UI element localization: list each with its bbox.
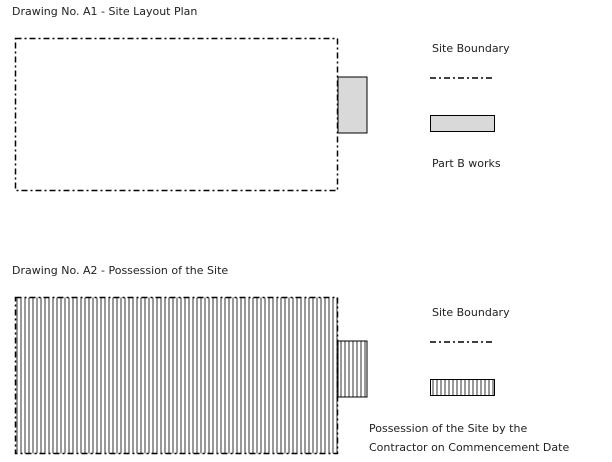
a2-legend-possession-line2: Contractor on Commencement Date	[369, 441, 570, 454]
drawing-a2-title: Drawing No. A2 - Possession of the Site	[12, 264, 229, 277]
a2-legend-site-boundary-label: Site Boundary	[432, 306, 510, 319]
a2-legend-possession-line1: Possession of the Site by the	[369, 422, 528, 435]
a2-extension-area	[337, 340, 368, 398]
a1-part-b-works	[337, 76, 368, 134]
a1-legend-site-boundary-label: Site Boundary	[432, 42, 510, 55]
a1-site-boundary	[14, 37, 339, 192]
a1-legend-part-b-swatch	[430, 115, 495, 132]
a2-possession-area	[14, 296, 339, 455]
drawing-a1-title: Drawing No. A1 - Site Layout Plan	[12, 5, 198, 18]
a2-legend-possession-label: Possession of the Site by the Contractor…	[369, 419, 609, 457]
a2-legend-possession-swatch	[430, 379, 495, 396]
a1-legend-part-b-works-label: Part B works	[432, 157, 501, 170]
